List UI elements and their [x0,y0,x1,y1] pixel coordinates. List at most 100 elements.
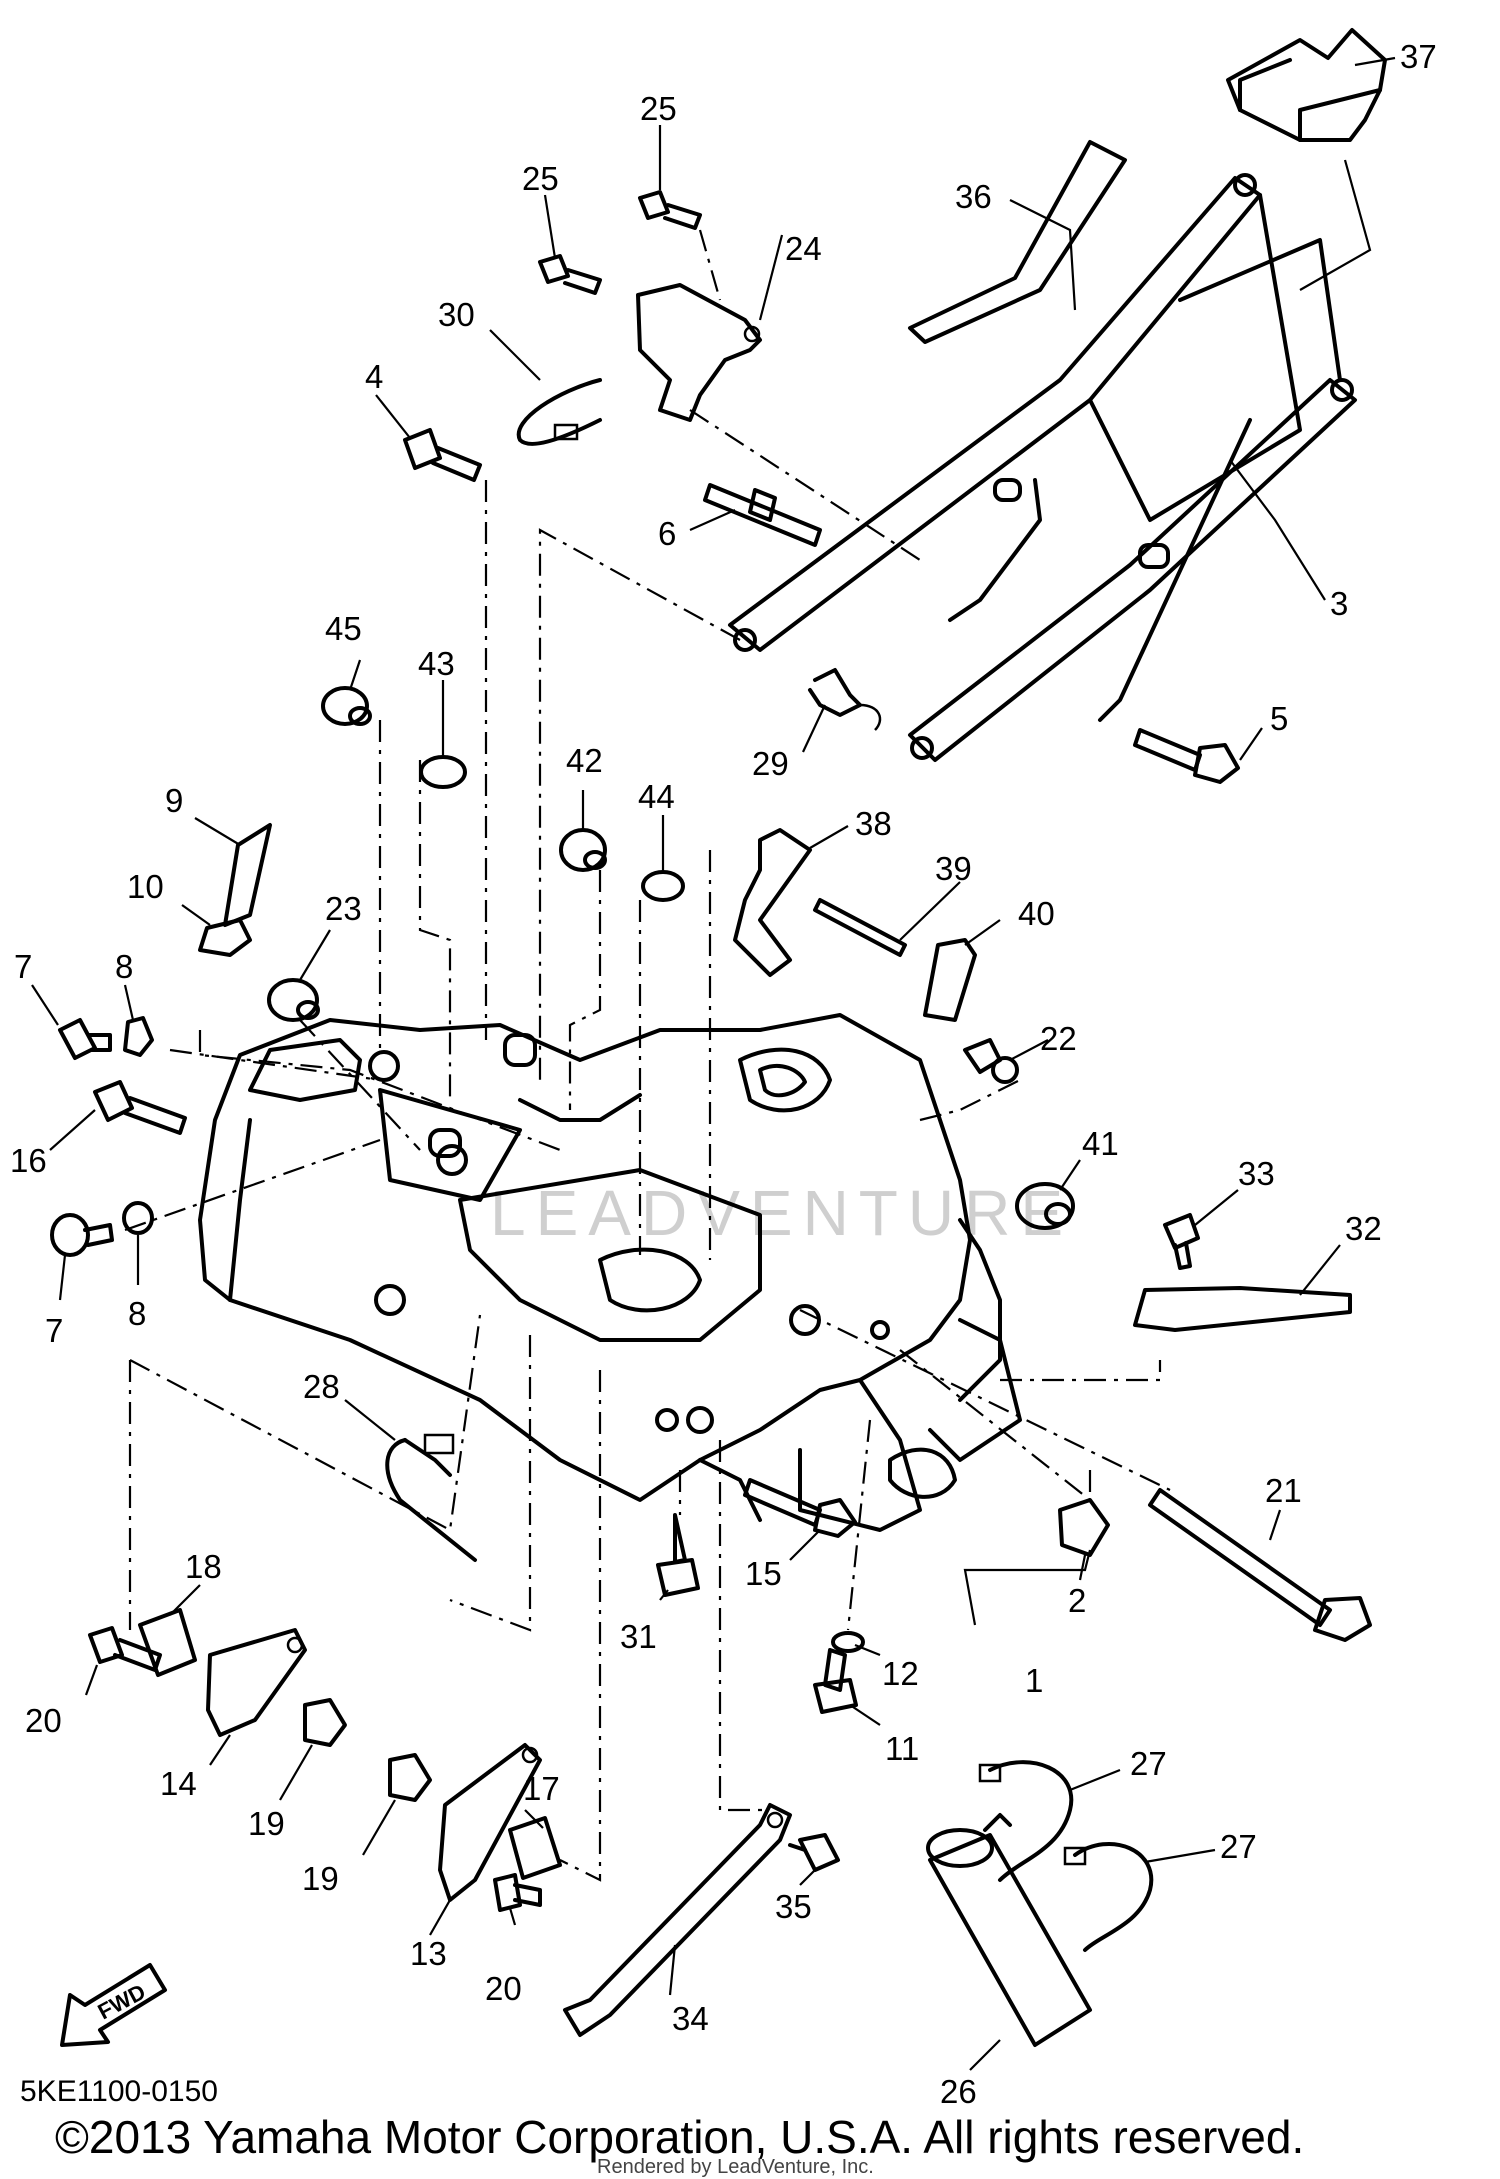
callout-26[interactable]: 26 [940,2073,977,2110]
part-29-clip[interactable] [808,668,882,731]
part-33-screw[interactable] [1163,1213,1200,1270]
callout-11[interactable]: 11 [885,1730,919,1767]
part-34-tie-rod[interactable] [563,1803,792,2037]
part-41-plug[interactable] [1015,1182,1075,1230]
callout-9[interactable]: 9 [165,782,183,819]
callout-8-lower[interactable]: 8 [128,1295,146,1332]
callout-32[interactable]: 32 [1345,1210,1382,1247]
part-13-bracket[interactable] [438,1743,542,1902]
callout-36[interactable]: 36 [955,178,992,215]
part-39-pin[interactable] [813,898,907,957]
callout-25-lower[interactable]: 25 [522,160,559,197]
callout-43[interactable]: 43 [418,645,455,682]
callout-7-upper[interactable]: 7 [14,948,32,985]
callout-25-upper[interactable]: 25 [640,90,677,127]
part-7-bolt-upper[interactable] [58,1018,112,1060]
callout-4[interactable]: 4 [365,358,383,395]
part-25-bolt-lower[interactable] [538,254,602,295]
callout-18[interactable]: 18 [185,1548,222,1585]
part-43-cap[interactable] [419,755,467,789]
part-23-collar[interactable] [267,978,320,1022]
callout-37[interactable]: 37 [1400,38,1437,75]
part-38-stay[interactable] [733,828,812,977]
part-1-main-frame[interactable] [198,1013,1022,1532]
callout-8-upper[interactable]: 8 [115,948,133,985]
callout-6[interactable]: 6 [658,515,676,552]
callout-24[interactable]: 24 [785,230,822,267]
part-40-block[interactable] [923,938,977,1022]
part-32-stay-plate[interactable] [1133,1286,1352,1332]
part-35-bolt[interactable] [788,1833,840,1872]
part-28-band[interactable] [385,1433,477,1562]
part-21-pivot-bolt[interactable] [1148,1488,1372,1642]
part-45-grommet[interactable] [321,686,372,726]
callout-44[interactable]: 44 [638,778,675,815]
part-11-bolt[interactable] [813,1648,858,1714]
callout-15[interactable]: 15 [745,1555,782,1592]
part-42-grommet[interactable] [559,828,607,872]
part-5-bolt[interactable] [1133,728,1240,784]
part-12-washer[interactable] [831,1631,865,1653]
callout-1[interactable]: 1 [1025,1662,1043,1699]
callout-35[interactable]: 35 [775,1888,812,1925]
part-4-bolt[interactable] [403,428,482,482]
part-31-bolt[interactable] [656,1513,700,1597]
callout-42[interactable]: 42 [566,742,603,779]
part-27-hose-lower[interactable] [1063,1842,1154,1952]
part-7-bolt-lower[interactable] [50,1213,114,1257]
callout-12[interactable]: 12 [882,1655,919,1692]
callout-14[interactable]: 14 [160,1765,197,1802]
callout-21[interactable]: 21 [1265,1472,1302,1509]
callout-40[interactable]: 40 [1018,895,1055,932]
part-22-bolt[interactable] [963,1038,1019,1084]
part-19-nut-left[interactable] [303,1698,347,1747]
part-20-bolt-left[interactable] [88,1626,162,1672]
callout-10[interactable]: 10 [127,868,164,905]
callout-20-left[interactable]: 20 [25,1702,62,1739]
part-17-collar[interactable] [508,1816,562,1880]
callout-23[interactable]: 23 [325,890,362,927]
callout-7-lower[interactable]: 7 [45,1312,63,1349]
part-20-bolt-right[interactable] [493,1873,542,1912]
part-37-bracket[interactable] [1226,28,1387,142]
part-15-bolt[interactable] [743,1478,857,1538]
callout-38[interactable]: 38 [855,805,892,842]
callout-41[interactable]: 41 [1082,1125,1119,1162]
callout-27-lower[interactable]: 27 [1220,1828,1257,1865]
part-19-nut-right[interactable] [388,1753,432,1802]
callout-22[interactable]: 22 [1040,1020,1077,1057]
callout-33[interactable]: 33 [1238,1155,1275,1192]
callout-19-left[interactable]: 19 [248,1805,285,1842]
part-14-bracket[interactable] [206,1628,307,1737]
callout-30[interactable]: 30 [438,296,475,333]
callout-29[interactable]: 29 [752,745,789,782]
part-3-rear-subframe[interactable] [728,173,1357,762]
callout-34[interactable]: 34 [672,2000,709,2037]
callout-17[interactable]: 17 [523,1770,560,1807]
part-36-rail-strip[interactable] [908,140,1127,344]
part-44-cap[interactable] [641,870,685,902]
callout-39[interactable]: 39 [935,850,972,887]
callout-13[interactable]: 13 [410,1935,447,1972]
part-6-stud-bolt[interactable] [703,483,822,547]
callout-28[interactable]: 28 [303,1368,340,1405]
part-26-canister[interactable] [926,1813,1092,2047]
callout-3[interactable]: 3 [1330,585,1348,622]
callout-5[interactable]: 5 [1270,700,1288,737]
callout-19-right[interactable]: 19 [302,1860,339,1897]
callout-27-upper[interactable]: 27 [1130,1745,1167,1782]
part-9-adjuster-bolt[interactable] [223,823,272,927]
part-18-collar[interactable] [138,1608,197,1677]
callout-31[interactable]: 31 [620,1618,657,1655]
part-25-bolt-upper[interactable] [638,190,702,230]
callout-16[interactable]: 16 [10,1142,47,1179]
part-27-hose-upper[interactable] [978,1760,1074,1882]
part-16-bolt[interactable] [93,1080,187,1135]
callout-2[interactable]: 2 [1068,1582,1086,1619]
callout-45[interactable]: 45 [325,610,362,647]
part-8-washer-lower[interactable] [122,1201,154,1235]
part-30-clamp-band[interactable] [516,378,602,446]
part-2-collar[interactable] [1058,1498,1110,1557]
part-24-bracket[interactable] [636,283,762,422]
callout-20-right[interactable]: 20 [485,1970,522,2007]
